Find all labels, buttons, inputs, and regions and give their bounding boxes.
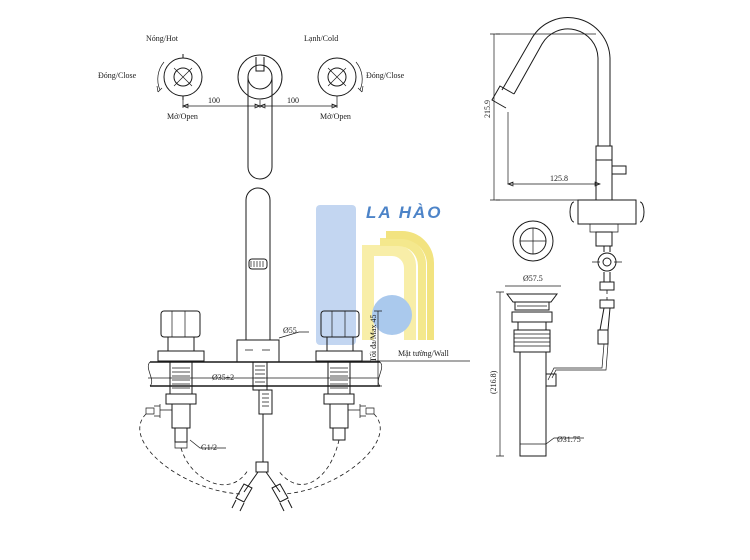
side-elevation: 215.9 125.8 Ø57.5 <box>483 17 645 457</box>
label-cold: Lạnh/Cold <box>304 34 338 43</box>
label-dim-215: 215.9 <box>483 100 492 118</box>
label-dim-31: Ø31.75 <box>557 435 581 444</box>
front-elevation: Ø55 Mặt tường/Wall Tối đa/Max 45 Ø35±2 <box>139 187 470 512</box>
label-hot: Nóng/Hot <box>146 34 179 43</box>
label-dim-125: 125.8 <box>550 174 568 183</box>
watermark-logo: LA HÀO <box>316 203 443 345</box>
label-g12: G1/2 <box>201 443 217 452</box>
label-dim-55: Ø55 <box>283 326 297 335</box>
plan-view: Nóng/Hot Lạnh/Cold Đóng/Close Đóng/Close… <box>98 34 405 180</box>
label-dim-100-right: 100 <box>287 96 299 105</box>
watermark-text: LA HÀO <box>366 203 443 222</box>
cold-handle-plan <box>317 57 364 97</box>
label-open-left: Mở/Open <box>167 112 198 121</box>
label-close-left: Đóng/Close <box>98 71 137 80</box>
hot-handle-plan <box>156 54 203 100</box>
label-dim-45: Tối đa/Max 45 <box>369 314 378 362</box>
label-dim-35: Ø35±2 <box>212 373 234 382</box>
label-dim-57: Ø57.5 <box>523 274 543 283</box>
label-close-right: Đóng/Close <box>366 71 405 80</box>
label-open-right: Mở/Open <box>320 112 351 121</box>
label-dim-100-left: 100 <box>208 96 220 105</box>
spout-plan <box>237 54 283 180</box>
y-connector <box>231 461 293 512</box>
label-wall: Mặt tường/Wall <box>398 349 450 358</box>
label-dim-216: (216.8) <box>489 370 498 394</box>
